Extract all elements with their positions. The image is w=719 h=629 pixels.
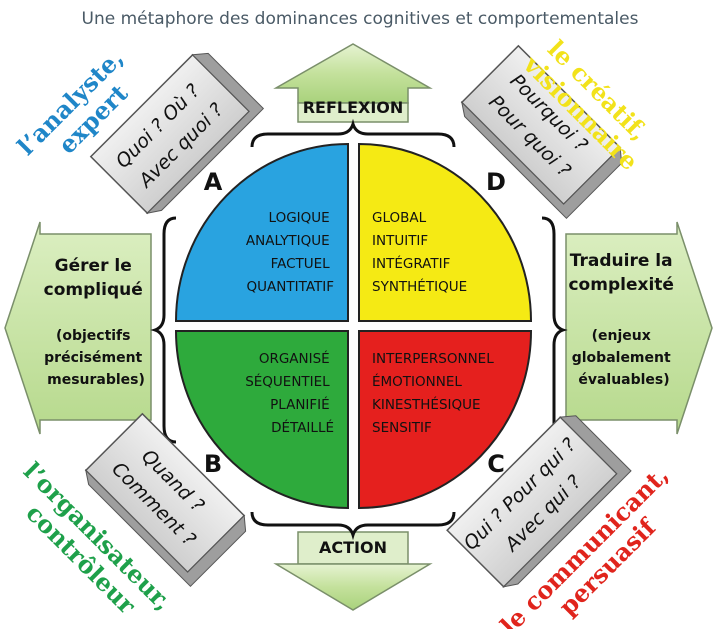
quadrant-a xyxy=(174,142,349,322)
quadrant-c-text: INTERPERSONNEL ÉMOTIONNEL KINESTHÉSIQUE … xyxy=(372,351,498,436)
right-detail-line: globalement xyxy=(572,350,671,366)
reflexion-label: REFLEXION xyxy=(303,98,404,117)
left-detail-line: précisément xyxy=(44,350,142,366)
right-heading-line: Traduire la xyxy=(570,251,673,271)
left-brace xyxy=(150,216,177,444)
right-heading-line: complexité xyxy=(568,275,673,295)
letter-b: B xyxy=(204,450,222,478)
quadrant-c xyxy=(358,330,533,510)
letter-c: C xyxy=(487,450,505,478)
svg-text:Traduire la complexité: Traduire la complexité (enjeux globaleme… xyxy=(568,251,679,388)
right-brace xyxy=(541,216,568,444)
right-arrow: Traduire la complexité (enjeux globaleme… xyxy=(565,221,713,435)
quadrant-d xyxy=(358,142,533,322)
top-brace xyxy=(250,118,456,148)
bottom-brace xyxy=(250,511,456,541)
left-arrow: Gérer le compliqué (objectifs précisémen… xyxy=(4,221,152,435)
diagram-title: Une métaphore des dominances cognitives … xyxy=(82,9,639,29)
right-detail-line: (enjeux xyxy=(592,328,651,344)
question-box-bottom-left: Quand ? Comment ? xyxy=(84,412,247,588)
reflexion-arrow: REFLEXION xyxy=(273,43,433,123)
quadrant-d-text: GLOBAL INTUITIF INTÉGRATIF SYNTHÉTIQUE xyxy=(372,210,467,295)
quadrant-a-text: LOGIQUE ANALYTIQUE FACTUEL QUANTITATIF xyxy=(246,210,334,295)
letter-a: A xyxy=(204,168,223,196)
question-box-top-left: Quoi ? Où ? Avec quoi ? xyxy=(89,52,265,215)
left-heading-line: compliqué xyxy=(44,280,143,300)
letter-d: D xyxy=(486,168,506,196)
quadrant-b-text: ORGANISÉ SÉQUENTIEL PLANIFIÉ DÉTAILLÉ xyxy=(245,350,334,436)
question-box-top-right: Pourquoi ? Pour quoi ? xyxy=(460,44,623,220)
right-detail-line: évaluables) xyxy=(578,372,669,388)
svg-text:Gérer le compliqué: Gérer le compliqué (objectifs précisémen… xyxy=(44,256,149,388)
action-label: ACTION xyxy=(319,538,387,557)
left-heading-line: Gérer le xyxy=(55,256,132,276)
action-arrow: ACTION xyxy=(273,531,433,611)
left-detail-line: mesurables) xyxy=(47,372,145,388)
left-detail-line: (objectifs xyxy=(56,328,131,344)
quadrant-b xyxy=(174,330,349,510)
